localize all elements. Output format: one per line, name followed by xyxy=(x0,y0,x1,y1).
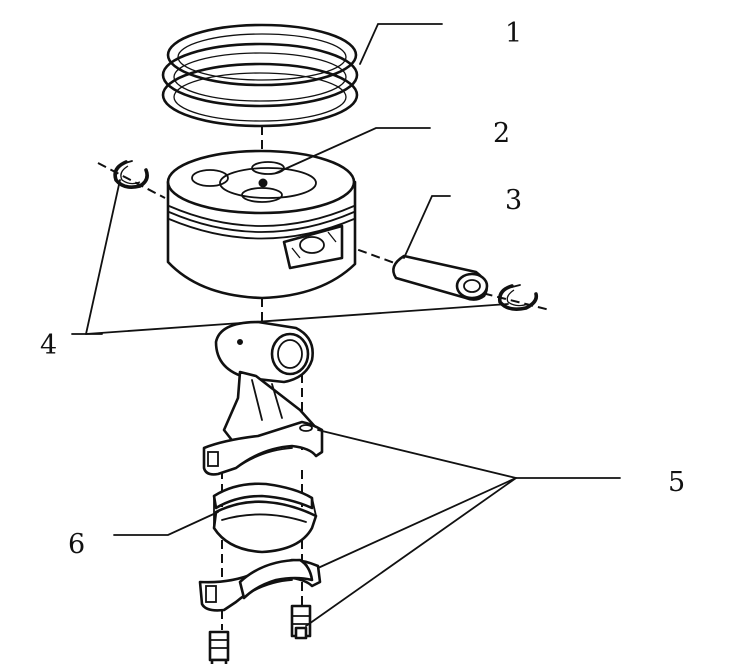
bearing-cap xyxy=(198,558,322,612)
callout-4: 4 xyxy=(40,330,58,361)
callout-5: 5 xyxy=(668,467,686,498)
connecting-rod-bolt-left xyxy=(208,630,230,664)
connecting-rod xyxy=(202,320,324,476)
callout-6: 6 xyxy=(68,529,86,560)
circlip-right xyxy=(497,284,539,311)
piston xyxy=(166,149,357,300)
callout-3: 3 xyxy=(505,185,523,216)
callout-2: 2 xyxy=(493,118,511,149)
circlip-left xyxy=(113,160,149,189)
piston-pin xyxy=(392,254,489,301)
callout-1: 1 xyxy=(505,18,523,49)
connecting-rod-bolt-right xyxy=(290,604,312,640)
piston-rings xyxy=(161,23,359,128)
bearing-shells xyxy=(212,482,318,554)
leader-lines xyxy=(71,23,621,627)
